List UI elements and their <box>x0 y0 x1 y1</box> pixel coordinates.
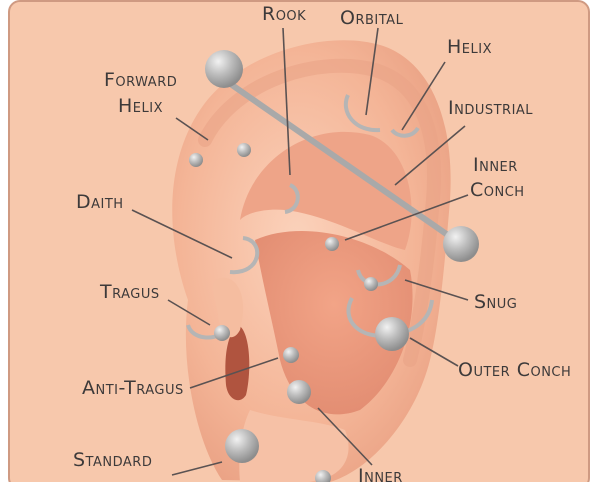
inner-conch-label-1: Inner <box>473 154 518 176</box>
industrial-label: Industrial <box>448 97 534 119</box>
orbital-ring <box>343 94 381 133</box>
standard-label: Standard <box>73 449 153 471</box>
snug-ball <box>364 277 378 291</box>
industrial-ball-bottom <box>443 226 479 262</box>
forward-helix-stud-1 <box>189 153 203 167</box>
tragus-ball <box>214 325 230 341</box>
outer-conch-ball <box>375 317 409 351</box>
daith-leader <box>131 209 233 259</box>
forward-helix-label-2: Helix <box>118 95 163 117</box>
inner-bottom-label: Inner <box>358 465 403 482</box>
leader-lines <box>131 27 469 476</box>
upper-conch <box>240 131 412 250</box>
inner-lobe-stud <box>315 470 331 482</box>
helix-label: Helix <box>447 36 492 58</box>
inner-bottom-leader <box>317 407 373 466</box>
standard-leader <box>171 461 223 476</box>
forward-helix-label-1: Forward <box>104 69 178 91</box>
helix-leader <box>401 61 446 131</box>
inner-conch-leader <box>344 194 469 241</box>
anti-tragus-stud <box>283 347 299 363</box>
industrial-leader <box>394 125 466 186</box>
rook-label: Rook <box>262 3 307 25</box>
forward-helix-leader <box>175 117 209 141</box>
orbital-label: Orbital <box>340 7 404 29</box>
inner-conch-stud <box>325 237 339 251</box>
snug-leader <box>404 279 469 301</box>
earlobe <box>239 410 349 482</box>
lobe-upper-stud <box>287 380 311 404</box>
ear-canal <box>225 325 250 401</box>
daith-label: Daith <box>76 191 124 213</box>
outer-conch-leader <box>409 337 459 367</box>
lower-conch <box>255 231 413 415</box>
industrial-ball-top <box>205 50 243 88</box>
anti-tragus-label: Anti-Tragus <box>82 377 184 399</box>
snug-label: Snug <box>474 291 518 313</box>
daith-ring <box>229 236 260 275</box>
helix-ring <box>390 126 420 138</box>
tragus-leader <box>167 299 211 326</box>
rook-ring <box>284 183 300 214</box>
outer-conch-label: Outer Conch <box>458 359 572 381</box>
anti-tragus-leader <box>189 357 279 389</box>
forward-helix-stud-2 <box>237 143 251 157</box>
orbital-leader <box>365 27 379 116</box>
inner-conch-label-2: Conch <box>470 179 525 201</box>
tragus-shape <box>213 277 244 338</box>
snug-ring <box>356 264 402 287</box>
tragus-label: Tragus <box>100 281 160 303</box>
standard-lobe-stud <box>225 429 259 463</box>
helix-rim <box>198 58 441 367</box>
rook-leader <box>282 27 291 176</box>
